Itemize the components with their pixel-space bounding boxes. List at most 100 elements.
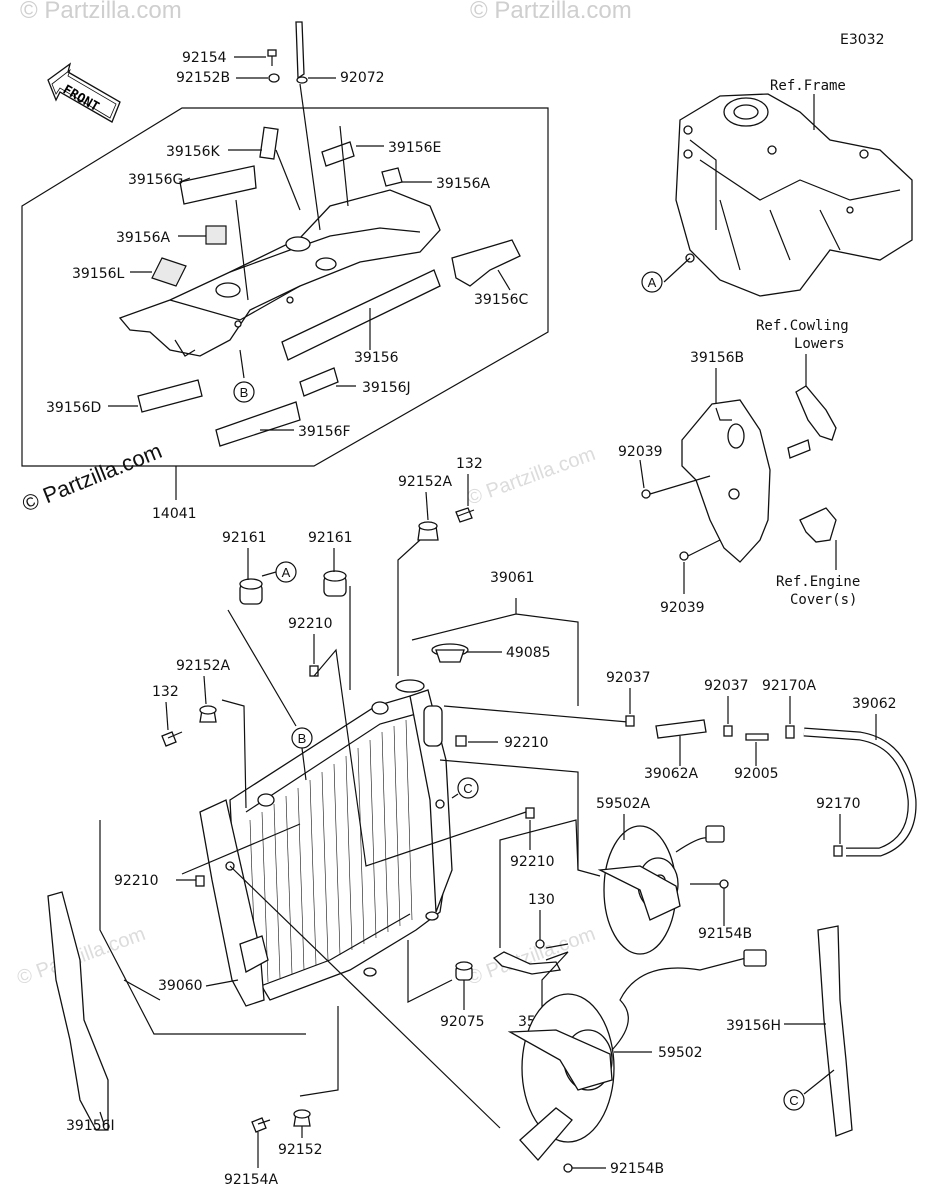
fan-59502A [597,825,725,955]
pad-39156E [321,141,355,167]
part-label: 92170 [816,796,861,812]
clamp-92037 [723,725,733,737]
part-label: 132 [152,684,179,700]
part-label: 92005 [734,766,779,782]
ref-circle-label: B [298,731,307,746]
fan-59502 [507,949,767,1161]
leader-lines-upper [108,56,511,500]
hose-39062-inner [803,728,916,856]
leader-line [301,747,307,781]
part-label: 39156J [362,380,411,396]
clip-92210 [309,665,319,677]
pad-39156J [299,367,339,397]
hose-39062A [655,719,707,739]
leader-line [229,865,501,1129]
ref-circle-b [233,381,255,403]
clip-92210 [455,735,467,747]
part-label: 39156A [436,176,491,192]
ref-circle-label: C [463,781,472,796]
part-label: 39156F [298,424,351,440]
grommet-92161 [239,578,263,605]
leader-line [205,979,239,987]
clip-92210 [525,807,535,819]
pad-39156D [137,379,203,413]
watermark: © Partzilla.com [464,443,598,510]
assembly-box-outline [21,107,549,467]
side-cover-39156H [817,925,853,1137]
ref-circle-label: C [789,1093,798,1108]
leader-line [203,675,207,705]
bracket-cowling [787,385,837,459]
front-arrow: FRONT [47,62,121,123]
part-label: 39062 [852,696,897,712]
bolt-132 [455,507,475,523]
leader-line [687,539,721,557]
leader-line [663,257,691,283]
leader-line [221,699,247,809]
part-label: 92152A [398,474,453,490]
dipstick-92072 [295,21,308,84]
clip-92210 [195,875,205,887]
part-label: 14041 [152,506,197,522]
bolt-92039 [679,551,689,561]
pad-39156 [281,269,441,361]
part-label: 92039 [618,444,663,460]
leader-line [407,819,579,1003]
part-label: 92152B [176,70,230,86]
cover-39156B [681,399,771,563]
part-label: 59502A [596,796,651,812]
ref-cowling-label: Ref.Cowling [756,318,849,334]
copyright-text: © Partzilla.com [19,438,166,517]
bolt-92154B [563,1163,573,1173]
collar-92152 [293,1109,311,1127]
pad-39156A-upper [381,167,403,187]
part-label: 92152 [278,1142,323,1158]
part-label: 39156H [726,1018,781,1034]
ref-circle-c [783,1089,805,1111]
part-label: 92039 [660,600,705,616]
part-label: 59502 [658,1045,703,1061]
duct-assembly [118,189,441,357]
part-label: 92170A [762,678,817,694]
fitting-92005 [745,733,769,741]
watermark: © Partzilla.com [470,0,632,24]
bolt-92154 [267,49,277,66]
pad-39156K [259,126,279,160]
part-label: 92072 [340,70,385,86]
part-label: 92037 [606,670,651,686]
part-label: 132 [456,456,483,472]
part-label: 92154B [698,926,752,942]
leader-line [425,491,429,521]
leader-line [541,943,569,1010]
part-label: 39156E [388,140,441,156]
leader-line [639,459,645,489]
leader-line [261,571,277,577]
frame-illustration [675,93,913,297]
part-label: 39156C [474,292,529,308]
part-label: 39156B [690,350,744,366]
leader-line [123,979,339,1097]
clamp-92170A [785,725,795,739]
part-label: 39061 [490,570,535,586]
radiator-cap-49085 [431,643,469,663]
pad-39156A-left [205,225,227,245]
leader-line [411,598,579,706]
pad-39156C [451,239,521,287]
part-label: 92154 [182,50,227,66]
ref-circle-label: A [282,565,291,580]
leader-line [803,1069,835,1095]
part-label: 39060 [158,978,203,994]
ref-circle-label: B [240,385,249,400]
clamp-92170 [833,845,843,857]
part-label: 92161 [222,530,267,546]
bracket-35063 [492,951,561,975]
side-cover-39156I [47,891,109,1131]
leader-line [227,586,351,727]
clamp-92037 [625,715,635,727]
part-label: 39156 [354,350,399,366]
leader-line [443,705,629,723]
part-label: 92210 [504,735,549,751]
part-label: 92037 [704,678,749,694]
leader-line [439,759,601,877]
part-label: 92152A [176,658,231,674]
